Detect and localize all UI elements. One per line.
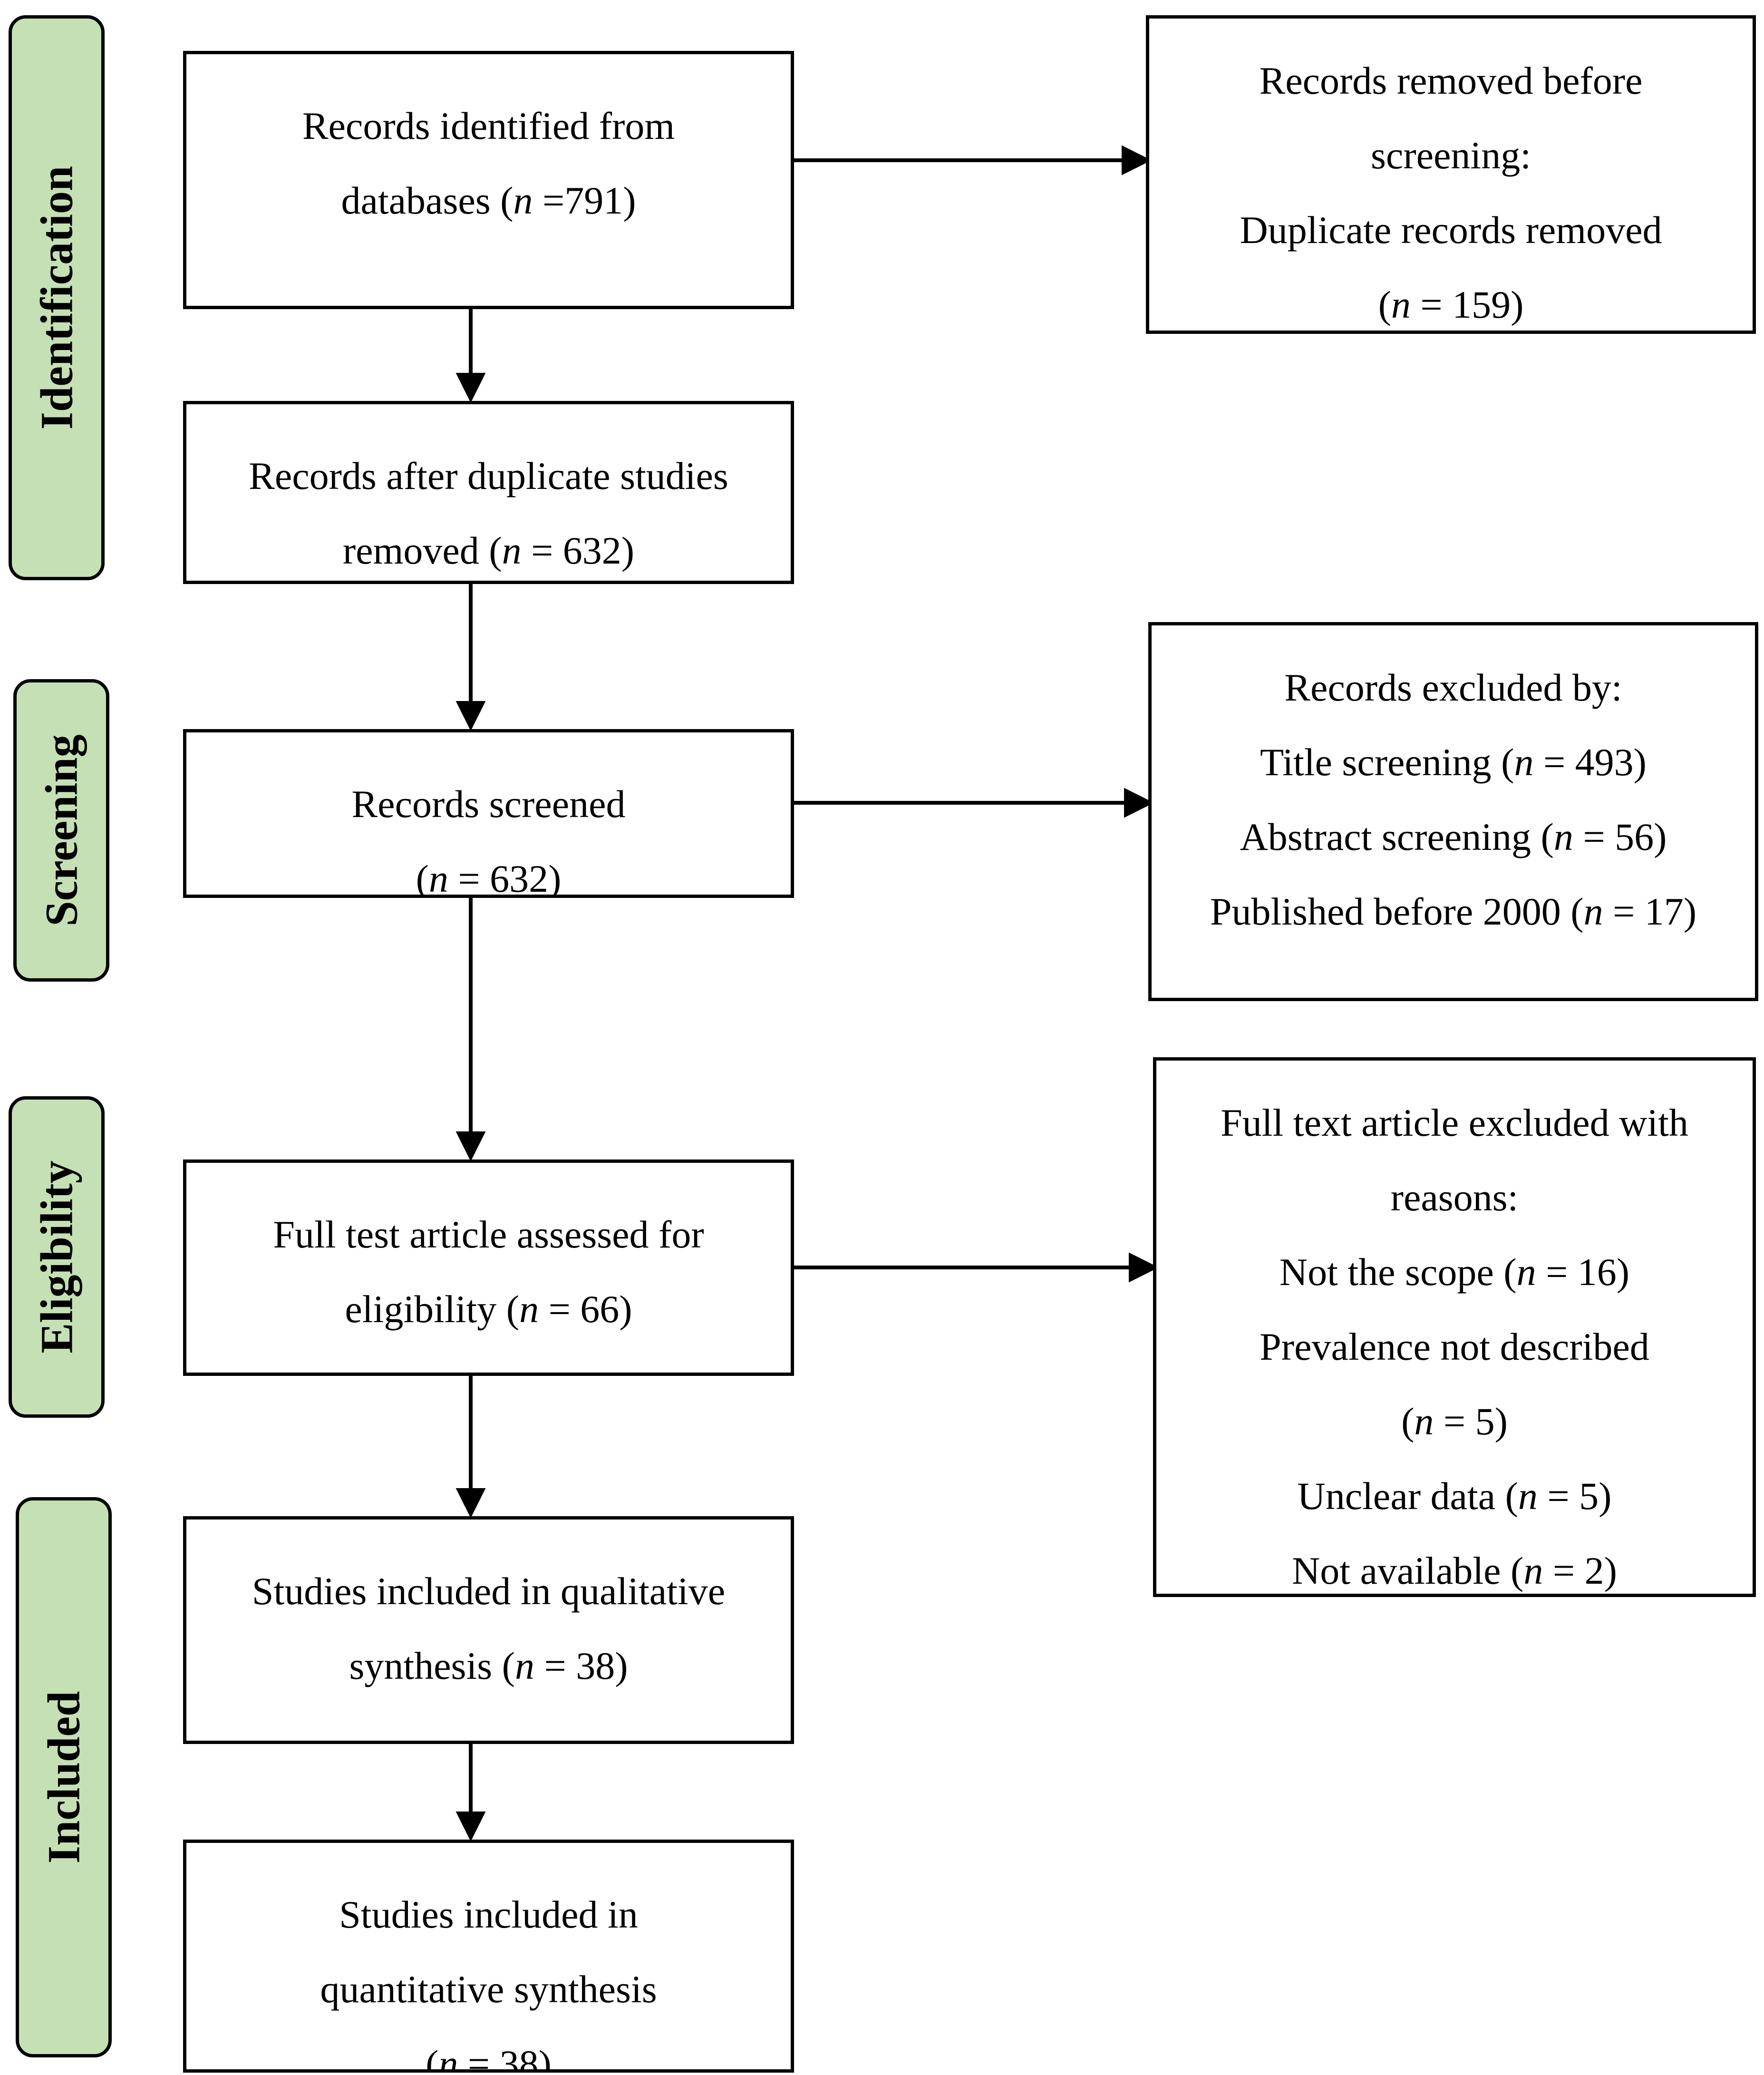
quantitative-line: quantitative synthesis (320, 1968, 657, 2011)
records-removed-box: Records removed before screening: Duplicat… (1146, 15, 1756, 334)
quantitative-line: Studies included in (339, 1893, 638, 1936)
records-screened-box: Records screened (n = 632) (183, 729, 794, 898)
after-duplicates-line: removed (n = 632) (342, 529, 635, 572)
qualitative-line: synthesis (n = 38) (349, 1644, 628, 1687)
qualitative-synthesis-box: Studies included in qualitative synthesis… (183, 1516, 794, 1744)
full-text-excluded-line: Unclear data (n = 5) (1297, 1474, 1612, 1518)
removed-before-screening-line: Records removed before (1259, 59, 1643, 102)
stage-screening-label: Screening (36, 734, 87, 926)
quantitative-line: (n = 38) (426, 2042, 552, 2073)
full-text-assessed-line: Full test article assessed for (273, 1213, 704, 1256)
excluded-line: Published before 2000 (n = 17) (1210, 890, 1697, 933)
removed-before-screening-line: screening: (1371, 134, 1531, 177)
excluded-line: Abstract screening (n = 56) (1240, 815, 1667, 858)
removed-before-screening-line: Duplicate records removed (1240, 208, 1662, 252)
records-identified-box: Records identified from databases (n =791… (183, 51, 794, 309)
full-text-excluded-box: Full text article excluded with reasons: N… (1153, 1057, 1756, 1597)
stage-screening: Screening (13, 679, 109, 982)
stage-identification: Identification (9, 15, 105, 580)
screened-line: Records screened (351, 782, 626, 826)
full-text-assessed-box: Full test article assessed for eligibilit… (183, 1159, 794, 1376)
stage-eligibility: Eligibility (9, 1096, 105, 1418)
excluded-line: Records excluded by: (1284, 666, 1622, 709)
records-after-duplicates-box: Records after duplicate studies removed (… (183, 401, 794, 584)
removed-before-screening-line: (n = 159) (1378, 283, 1524, 326)
screened-line: (n = 632) (416, 857, 562, 898)
quantitative-synthesis-box: Studies included in quantitative synthesi… (183, 1840, 794, 2073)
full-text-excluded-line: Full text article excluded with (1221, 1101, 1688, 1144)
stage-included: Included (16, 1497, 112, 2057)
stage-included-label: Included (38, 1691, 89, 1864)
full-text-excluded-line: Prevalence not described (1260, 1325, 1649, 1368)
identified-line: databases (n =791) (341, 179, 636, 222)
stage-identification-label: Identification (31, 166, 82, 430)
full-text-excluded-line: Not available (n = 2) (1292, 1549, 1617, 1592)
stage-eligibility-label: Eligibility (31, 1160, 82, 1354)
identified-line: Records identified from (302, 104, 675, 147)
full-text-excluded-line: Not the scope (n = 16) (1279, 1250, 1630, 1294)
full-text-excluded-line: reasons: (1390, 1176, 1519, 1219)
full-text-assessed-line: eligibility (n = 66) (345, 1287, 632, 1331)
after-duplicates-line: Records after duplicate studies (249, 454, 728, 497)
qualitative-line: Studies included in qualitative (252, 1569, 726, 1613)
records-excluded-box: Records excluded by: Title screening (n =… (1148, 622, 1758, 1001)
full-text-excluded-line: (n = 5) (1401, 1400, 1508, 1443)
excluded-line: Title screening (n = 493) (1260, 740, 1647, 784)
